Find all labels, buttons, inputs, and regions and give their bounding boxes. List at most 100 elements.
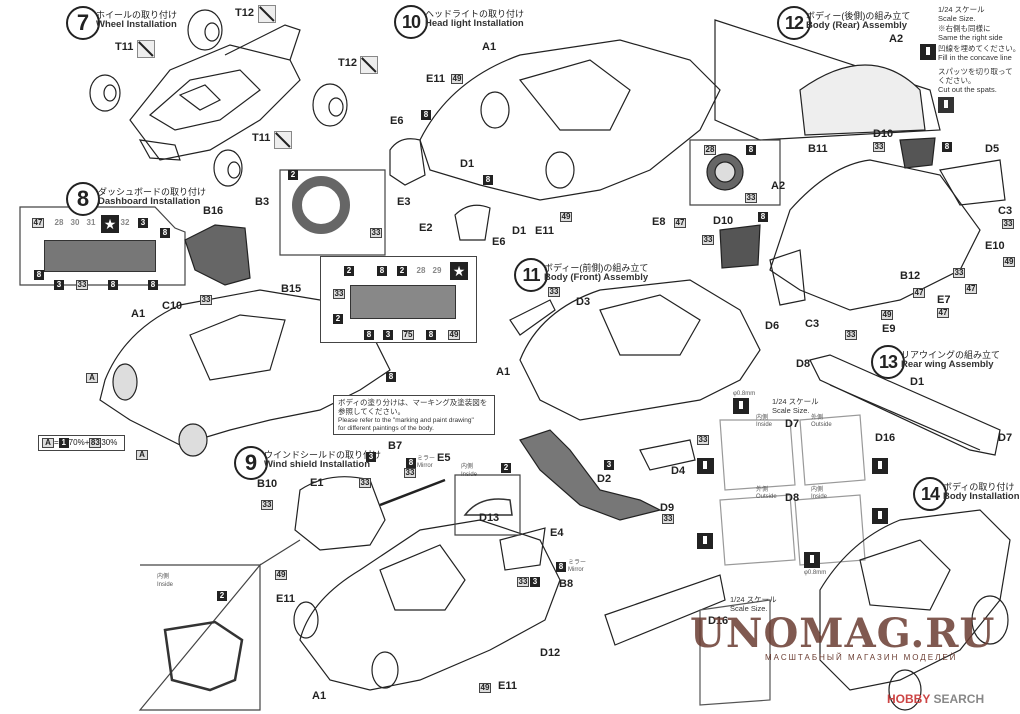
scale-jp: 1/24 スケール — [938, 5, 985, 14]
no-glue-icon — [360, 56, 378, 74]
color-code: 49 — [448, 330, 460, 340]
inside-jp: 内側 — [811, 487, 824, 493]
part-label: T12 — [338, 57, 357, 69]
dashboard-detail-panel — [350, 285, 456, 319]
color-code: 29 — [432, 266, 442, 275]
color-code: 33 — [548, 287, 560, 297]
color-code: 33 — [953, 268, 965, 278]
color-code: 47 — [674, 218, 686, 228]
part-label: T11 — [252, 132, 271, 144]
color-code: 49 — [881, 310, 893, 320]
mirror-en: Mirror — [568, 567, 584, 573]
body-step14 — [819, 509, 1011, 711]
no-glue-icon — [137, 40, 155, 58]
step-11-title-en: Body (Front) Assembly — [544, 272, 649, 283]
part-label: D1 — [460, 158, 475, 170]
color-code: 49 — [560, 212, 572, 222]
color-code: 49 — [479, 683, 491, 693]
step-13-title-jp: リアウイングの組み立て — [901, 350, 1001, 360]
paint-formula-p2: 30% — [101, 438, 118, 447]
wheel-rr — [187, 9, 223, 51]
color-code: 8 — [406, 458, 416, 468]
color-code: 47 — [937, 308, 949, 318]
part-label: E5 — [437, 452, 451, 464]
step-14-number: 14 — [913, 477, 947, 511]
rear-body-step12 — [689, 19, 1006, 311]
step-8-number: 8 — [66, 182, 100, 216]
drill-icon — [697, 458, 713, 474]
part-label: A2 — [771, 180, 786, 192]
color-code: 3 — [530, 577, 540, 587]
part-label: D9 — [660, 502, 675, 514]
scale-en: Scale Size. — [730, 604, 768, 613]
color-code: 32 — [120, 218, 130, 227]
color-code: 8 — [108, 280, 118, 290]
paint-formula-c2: 83 — [89, 438, 102, 448]
color-code: 33 — [333, 289, 345, 299]
star-icon: ★ — [450, 262, 468, 280]
drill-icon — [872, 458, 888, 474]
step-8-title-en: Dashboard Installation — [98, 196, 201, 207]
part-label: D8 — [796, 358, 811, 370]
color-code: 2 — [288, 170, 298, 180]
color-code: 3 — [604, 460, 614, 470]
fill-line-icon — [920, 44, 936, 60]
part-label: E2 — [419, 222, 433, 234]
part-label: B7 — [388, 440, 403, 452]
part-label: A1 — [131, 308, 146, 320]
part-label: D10 — [873, 128, 894, 140]
wheel-fr — [312, 83, 348, 127]
part-label: B10 — [257, 478, 278, 490]
part-label: D5 — [985, 143, 1000, 155]
inside-en: Inside — [811, 494, 828, 500]
paint-note-jp1: ボディの塗り分けは、マーキング及塗装図を — [338, 398, 488, 407]
scale-jp: 1/24 スケール — [730, 595, 777, 604]
color-code: 33 — [359, 478, 371, 488]
part-label: A1 — [496, 366, 511, 378]
color-code: 8 — [942, 142, 952, 152]
color-code: 8 — [746, 145, 756, 155]
color-code: 3 — [383, 330, 393, 340]
inside-jp: 内側 — [157, 574, 170, 580]
watermark: UNOMAG.RU — [690, 610, 996, 657]
outside-jp: 外側 — [811, 415, 824, 421]
part-label: C10 — [162, 300, 183, 312]
color-code: 75 — [402, 330, 414, 340]
step-12-title-jp: ボディー(後側)の組み立て — [806, 11, 911, 21]
mirror-en: Mirror — [417, 463, 433, 469]
color-code: 2 — [397, 266, 407, 276]
part-label: A1 — [482, 41, 497, 53]
part-label: E11 — [426, 73, 445, 85]
part-label: E4 — [550, 527, 564, 539]
outside-en: Outside — [811, 422, 832, 428]
part-label: D1 — [910, 376, 925, 388]
part-label: E3 — [397, 196, 411, 208]
hobby-logo-brand: OBBY — [895, 692, 931, 706]
no-glue-icon — [258, 5, 276, 23]
same-side-en: Same the right side — [938, 33, 1003, 42]
color-code: 33 — [76, 280, 88, 290]
part-label: D1 — [512, 225, 527, 237]
body-step8 — [99, 289, 391, 457]
part-label: D6 — [765, 320, 780, 332]
paint-note-box — [333, 395, 495, 435]
part-label: D2 — [597, 473, 612, 485]
color-code: 47 — [965, 284, 977, 294]
part-label: B16 — [203, 205, 224, 217]
chassis-drawing — [129, 24, 301, 161]
inside-jp: 内側 — [756, 415, 769, 421]
color-code: 8 — [483, 175, 493, 185]
paint-formula-c1: 1 — [58, 438, 69, 448]
color-code: 33 — [1002, 219, 1014, 229]
color-code: 8 — [34, 270, 44, 280]
part-label: D16 — [875, 432, 896, 444]
color-code: 49 — [275, 570, 287, 580]
color-code: 33 — [873, 142, 885, 152]
part-label: E9 — [882, 323, 896, 335]
body-step9 — [293, 476, 561, 691]
part-label: B11 — [808, 143, 828, 155]
inside-en: Inside — [756, 422, 773, 428]
color-code: 33 — [261, 500, 273, 510]
